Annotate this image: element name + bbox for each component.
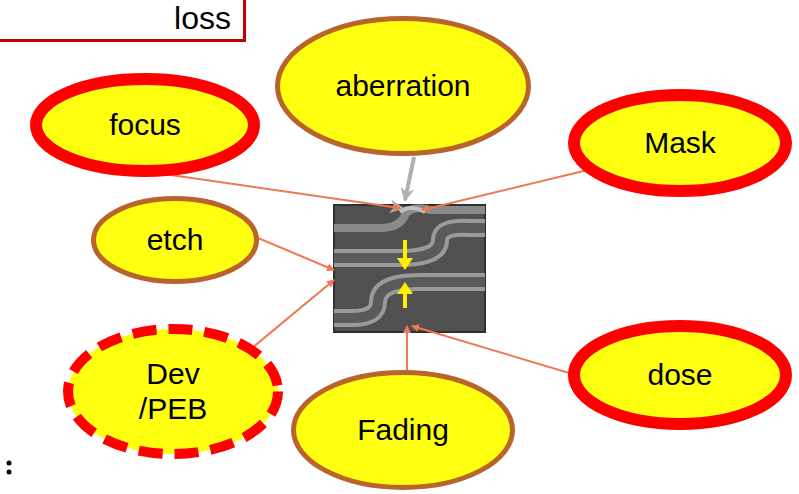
node-label: focus: [109, 108, 181, 143]
node-label: aberration: [335, 69, 470, 104]
fading-ellipse: Fading: [291, 370, 515, 490]
dose-ellipse: dose: [568, 320, 792, 430]
mark-dot: [7, 470, 12, 475]
loss-box: loss: [0, 0, 246, 42]
node-label: Mask: [644, 126, 716, 161]
aberration-arrow: [405, 157, 414, 200]
sem-image: [334, 205, 485, 332]
dev-peb-ellipse: Dev /PEB: [63, 324, 283, 459]
node-label: Dev /PEB: [128, 357, 218, 426]
node-label: Fading: [357, 413, 449, 448]
focus-ellipse: focus: [30, 73, 260, 177]
node-label: dose: [647, 358, 712, 393]
node-label: loss: [174, 0, 231, 37]
node-label: etch: [147, 223, 204, 258]
aberration-ellipse: aberration: [275, 16, 531, 156]
mark-dot: [7, 461, 12, 466]
mask-ellipse: Mask: [568, 89, 792, 197]
etch-ellipse: etch: [91, 196, 259, 284]
